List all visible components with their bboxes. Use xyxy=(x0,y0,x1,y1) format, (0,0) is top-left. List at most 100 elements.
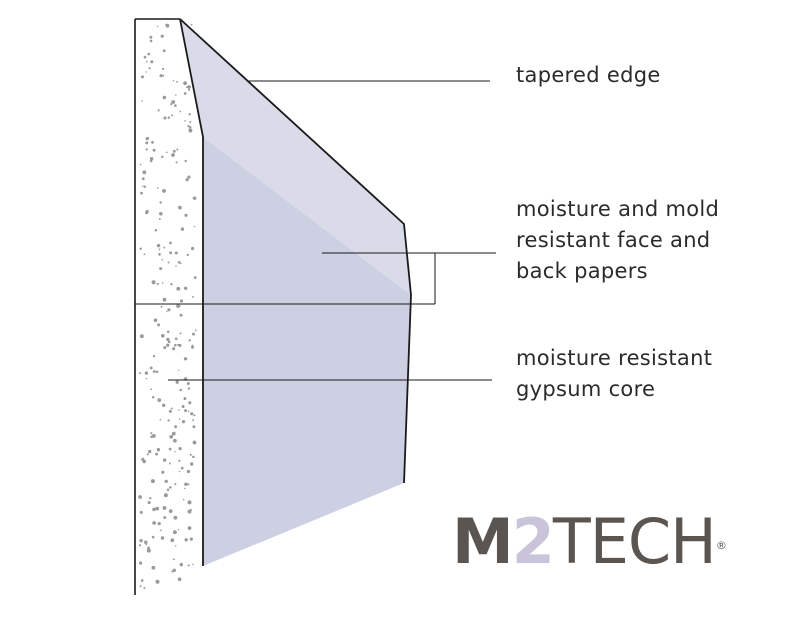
stipple-dot xyxy=(168,447,172,451)
stipple-dot xyxy=(140,75,145,79)
stipple-dot xyxy=(172,558,175,561)
stipple-dot xyxy=(139,372,142,375)
stipple-dot xyxy=(161,403,166,408)
stipple-dot xyxy=(173,515,178,520)
stipple-dot xyxy=(167,261,170,264)
stipple-dot xyxy=(146,453,149,456)
stipple-dot xyxy=(156,448,161,452)
label-papers-line-1: moisture and mold xyxy=(516,197,720,221)
stipple-dot xyxy=(155,579,160,584)
stipple-dot xyxy=(169,486,172,489)
m2tech-logo: M2TECH® xyxy=(452,510,727,574)
stipple-dot xyxy=(169,251,173,255)
stipple-dot xyxy=(140,191,143,195)
stipple-dot xyxy=(192,563,194,566)
stipple-dot xyxy=(174,450,176,453)
stipple-dot xyxy=(170,407,173,410)
stipple-dot xyxy=(175,161,178,164)
label-papers-line-3: back papers xyxy=(516,259,648,283)
stipple-dot xyxy=(162,297,167,302)
stipple-dot xyxy=(152,148,156,152)
stipple-dot xyxy=(178,343,182,347)
stipple-dot xyxy=(167,308,171,312)
stipple-dot xyxy=(178,447,182,451)
stipple-dot xyxy=(158,253,161,256)
stipple-dot xyxy=(162,95,167,100)
stipple-dot xyxy=(162,49,166,53)
stipple-dot xyxy=(158,248,161,251)
stipple-dot xyxy=(193,225,196,228)
stipple-dot xyxy=(184,538,188,542)
stipple-dot xyxy=(174,251,178,255)
stipple-dot xyxy=(161,282,164,284)
stipple-dot xyxy=(176,304,180,308)
stipple-dot xyxy=(189,508,192,511)
stipple-dot xyxy=(171,100,176,104)
stipple-dot xyxy=(157,109,160,112)
stipple-dot xyxy=(141,100,143,102)
stipple-dot xyxy=(188,128,193,133)
stipple-dot xyxy=(148,67,151,70)
stipple-dot xyxy=(146,60,148,63)
logo-2: 2 xyxy=(511,505,555,578)
stipple-dot xyxy=(192,332,195,336)
stipple-dot xyxy=(164,479,168,484)
stipple-dot xyxy=(172,149,176,153)
stipple-dot xyxy=(189,537,193,541)
stipple-dot xyxy=(183,92,187,95)
stipple-dot xyxy=(168,409,172,413)
stipple-dot xyxy=(183,397,187,401)
stipple-dot xyxy=(174,425,178,429)
stipple-dot xyxy=(151,140,154,144)
stipple-dot xyxy=(149,159,153,163)
stipple-dot xyxy=(180,227,185,231)
stipple-dot xyxy=(147,546,150,550)
stipple-dot xyxy=(186,469,191,474)
stipple-dot xyxy=(149,497,152,500)
stipple-dot xyxy=(147,500,151,505)
stipple-dot xyxy=(152,370,156,373)
label-gypsum-core: moisture resistant gypsum core xyxy=(516,343,712,405)
stipple-dot xyxy=(160,536,165,540)
stipple-dot xyxy=(160,333,165,338)
stipple-dot xyxy=(157,398,162,402)
stipple-dot xyxy=(139,510,143,514)
stipple-dot xyxy=(159,74,163,78)
stipple-dot xyxy=(156,282,159,285)
stipple-dot xyxy=(139,163,142,166)
stipple-dot xyxy=(183,81,188,86)
stipple-dot xyxy=(138,544,142,547)
stipple-dot xyxy=(184,213,188,217)
board-outline xyxy=(179,18,204,566)
stipple-dot xyxy=(154,229,158,232)
stipple-dot xyxy=(142,170,147,175)
stipple-dot xyxy=(194,329,197,332)
stipple-dot xyxy=(178,459,181,462)
stipple-dot xyxy=(151,565,156,570)
stipple-dot xyxy=(145,141,149,145)
stipple-dot xyxy=(143,253,146,256)
stipple-dot xyxy=(169,241,172,245)
stipple-dot xyxy=(187,175,191,179)
tapered-edge-face xyxy=(180,19,411,295)
stipple-dot xyxy=(163,346,167,350)
stipple-dot xyxy=(152,521,157,525)
stipple-dot xyxy=(162,74,165,77)
stipple-dot xyxy=(177,261,181,264)
stipple-dot xyxy=(193,196,197,200)
stipple-dot xyxy=(167,116,171,119)
label-core-line-2: gypsum core xyxy=(516,377,656,401)
stipple-dot xyxy=(184,159,187,163)
stipple-dot xyxy=(181,404,185,409)
stipple-dot xyxy=(149,39,153,43)
stipple-dot xyxy=(161,258,163,261)
stipple-dot xyxy=(187,85,191,89)
stipple-dot xyxy=(149,157,154,161)
stipple-dot xyxy=(192,455,195,459)
stipple-dot xyxy=(159,267,163,271)
stipple-dot xyxy=(162,188,166,193)
stipple-dot xyxy=(192,295,194,298)
stipple-dot xyxy=(181,419,186,424)
stipple-dot xyxy=(150,388,153,391)
stipple-dot xyxy=(188,88,191,91)
